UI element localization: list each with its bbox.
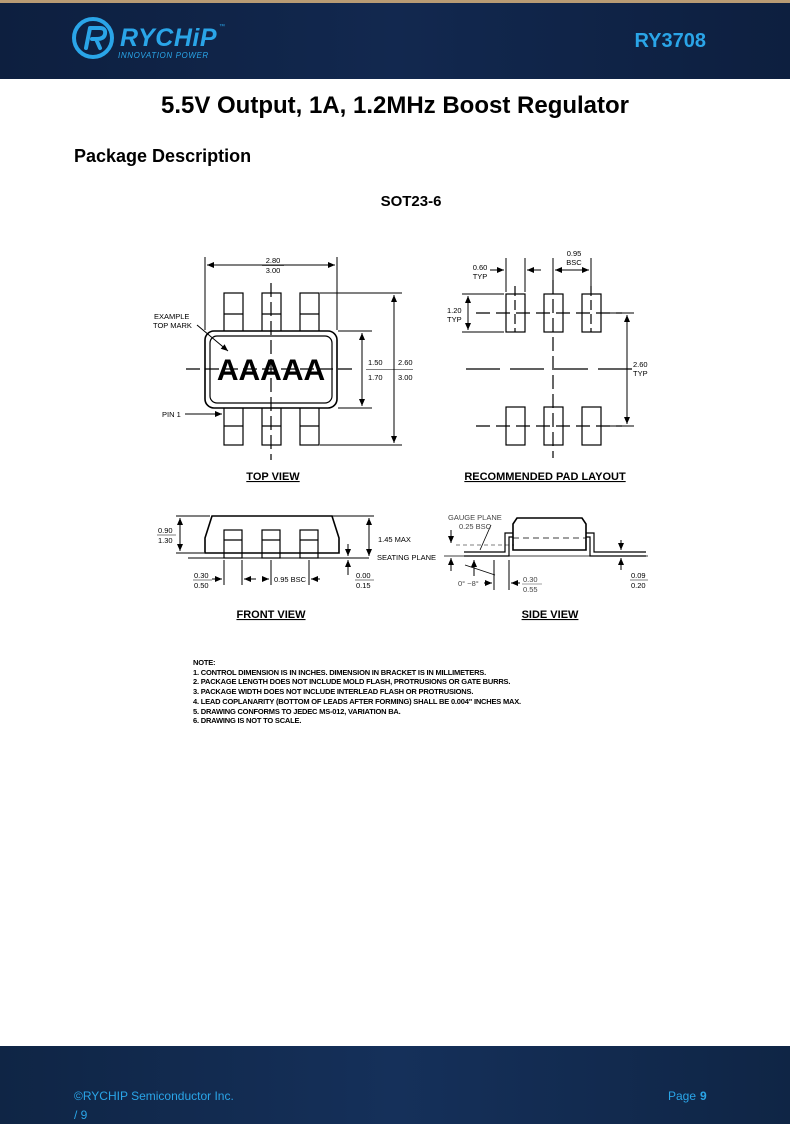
front-view-caption: FRONT VIEW: [236, 609, 306, 621]
pad-length: 1.20: [447, 306, 462, 315]
front-standoff-max: 0.15: [356, 581, 371, 590]
document-title: 5.5V Output, 1A, 1.2MHz Boost Regulator: [160, 92, 630, 119]
top-width-min: 2.80: [266, 256, 281, 265]
note-item: 4. LEAD COPLANARITY (BOTTOM OF LEADS AFT…: [193, 696, 521, 706]
pad-pitch: 0.95: [567, 249, 582, 258]
pad-layout-caption: RECOMMENDED PAD LAYOUT: [464, 471, 626, 483]
brand-trademark: ™: [219, 24, 225, 30]
front-pitch: 0.95 BSC: [274, 575, 307, 584]
pad-span: 2.60: [633, 360, 648, 369]
top-total-max: 3.00: [398, 373, 413, 382]
note-item: 1. CONTROL DIMENSION IS IN INCHES. DIMEN…: [193, 667, 486, 677]
drawing-notes: NOTE: 1. CONTROL DIMENSION IS IN INCHES.…: [193, 658, 521, 726]
front-max-height: 1.45 MAX: [378, 535, 411, 544]
pad-span-note: TYP: [633, 369, 648, 378]
gauge-plane-label: GAUGE PLANE: [448, 513, 502, 522]
rychip-logo-icon: [72, 17, 114, 59]
brand-name: RYCHiP: [120, 24, 218, 52]
top-view-caption: TOP VIEW: [246, 471, 300, 483]
pad-layout: [462, 258, 634, 458]
pin1-label: PIN 1: [162, 410, 181, 419]
pad-length-note: TYP: [447, 315, 462, 324]
mark-label-2: TOP MARK: [153, 321, 192, 330]
footer-page-total: / 9: [74, 1108, 88, 1122]
side-foot-min: 0.30: [523, 575, 538, 584]
footer-page-label: Page: [668, 1089, 697, 1103]
front-height-min: 0.90: [158, 526, 173, 535]
note-item: 6. DRAWING IS NOT TO SCALE.: [193, 716, 302, 726]
top-body-min: 1.50: [368, 358, 383, 367]
pad-width: 0.60: [473, 263, 488, 272]
footer-copyright: ©RYCHIP Semiconductor Inc.: [74, 1089, 234, 1103]
side-view-caption: SIDE VIEW: [522, 609, 579, 621]
gauge-dim: 0.25 BSC: [459, 522, 492, 531]
notes-heading: NOTE:: [193, 658, 216, 667]
side-thick-max: 0.20: [631, 581, 646, 590]
side-angle: 0° ~8°: [458, 579, 479, 588]
front-height-max: 1.30: [158, 536, 173, 545]
footer-page-number: 9: [700, 1089, 707, 1103]
front-lead-max: 0.50: [194, 581, 209, 590]
side-thick-min: 0.09: [631, 571, 646, 580]
top-total-min: 2.60: [398, 358, 413, 367]
page-header: RYCHiP ™ INNOVATION POWER RY3708: [0, 0, 790, 79]
top-body-max: 1.70: [368, 373, 383, 382]
brand-slogan: INNOVATION POWER: [118, 51, 209, 60]
pad-width-note: TYP: [473, 272, 488, 281]
top-view: [185, 257, 402, 460]
front-standoff-min: 0.00: [356, 571, 371, 580]
front-view: [176, 515, 374, 585]
side-view: [444, 517, 648, 590]
note-item: 2. PACKAGE LENGTH DOES NOT INCLUDE MOLD …: [193, 677, 511, 687]
side-foot-max: 0.55: [523, 585, 538, 594]
part-number: RY3708: [634, 30, 706, 52]
front-lead-min: 0.30: [194, 571, 209, 580]
seating-plane-label: SEATING PLANE: [377, 553, 436, 562]
pad-pitch-note: BSC: [566, 258, 582, 267]
mark-label-1: EXAMPLE: [154, 312, 189, 321]
note-item: 3. PACKAGE WIDTH DOES NOT INCLUDE INTERL…: [193, 687, 474, 697]
note-item: 5. DRAWING CONFORMS TO JEDEC MS-012, VAR…: [193, 706, 401, 716]
section-heading: Package Description: [74, 146, 252, 166]
top-mark-text: AAAAA: [217, 354, 325, 387]
header-accent-line: [0, 0, 790, 3]
page-footer: [0, 1046, 790, 1124]
top-width-max: 3.00: [266, 266, 281, 275]
package-name: SOT23-6: [380, 193, 442, 210]
